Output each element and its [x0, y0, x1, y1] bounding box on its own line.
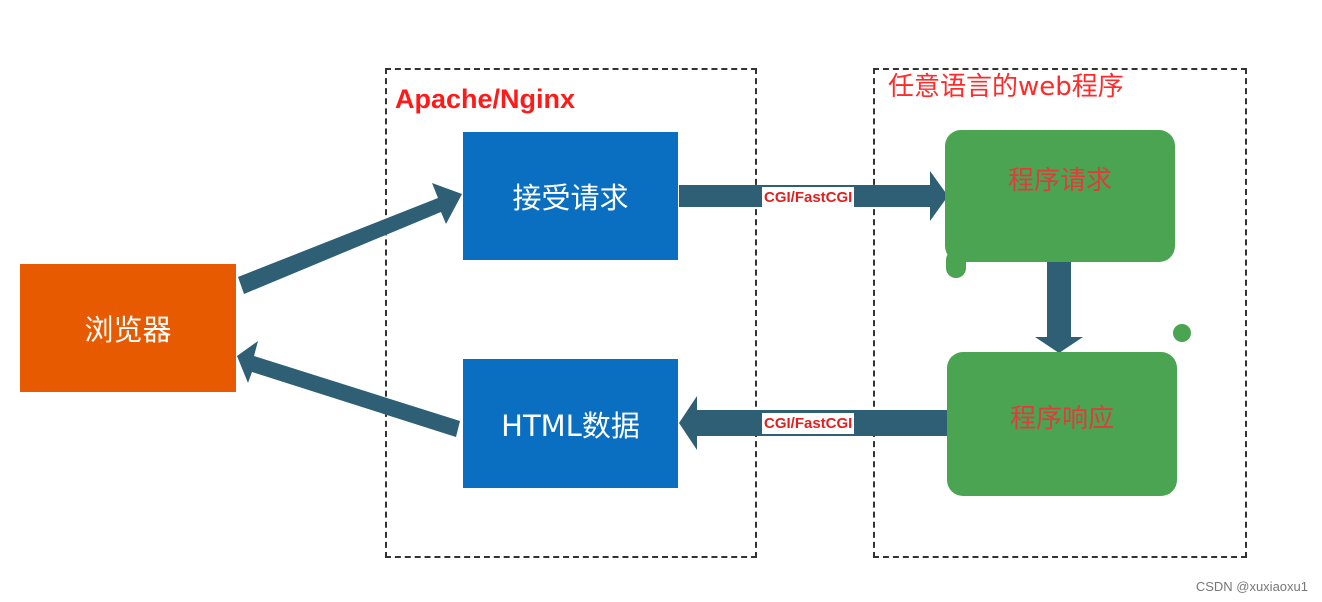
app-group-box — [873, 68, 1247, 558]
html-data-node: HTML数据 — [463, 359, 678, 488]
watermark: CSDN @xuxiaoxu1 — [1195, 579, 1308, 594]
program-request-label: 程序请求 — [1007, 166, 1112, 196]
program-response-label: 程序响应 — [1009, 404, 1114, 434]
app-group-title: 任意语言的web程序 — [884, 74, 1128, 100]
server-group-box — [385, 68, 757, 558]
arrow-browser-to-accept — [238, 183, 462, 294]
arrow-request-to-response — [1035, 262, 1083, 353]
browser-node: 浏览器 — [20, 264, 236, 392]
cgi-forward-label: CGI/FastCGI — [762, 187, 855, 208]
accept-request-node: 接受请求 — [463, 132, 678, 260]
cgi-backward-label: CGI/FastCGI — [762, 413, 855, 434]
server-group-title: Apache/Nginx — [395, 84, 576, 114]
green-dot — [1173, 324, 1191, 342]
program-response-node: 程序响应 — [947, 352, 1177, 496]
green-blob — [946, 250, 966, 278]
html-data-label: HTML数据 — [501, 408, 640, 443]
program-request-node: 程序请求 — [945, 130, 1175, 262]
accept-request-label: 接受请求 — [512, 181, 629, 215]
browser-node-label: 浏览器 — [84, 313, 172, 347]
arrow-html-to-browser — [237, 341, 460, 437]
